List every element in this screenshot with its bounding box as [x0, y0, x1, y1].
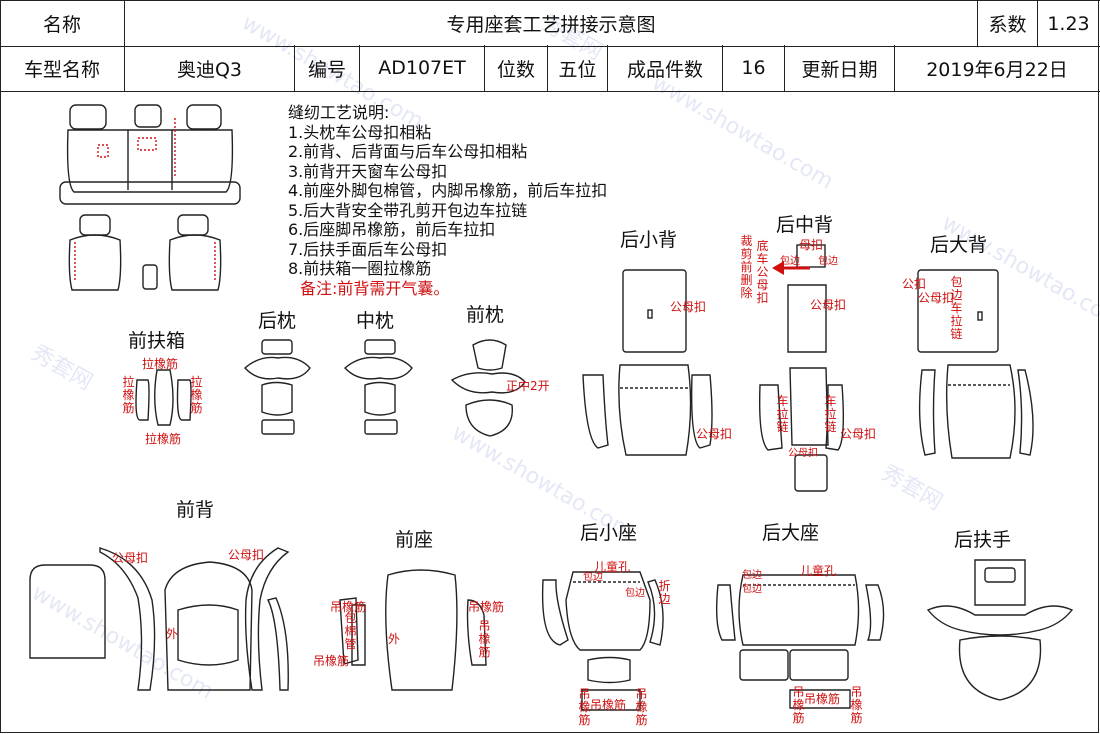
section-label-rear-armrest: 后扶手 [954, 529, 1012, 551]
section-label-rear-big-seat: 后大座 [762, 522, 820, 544]
section-label-mid-pillow: 中枕 [356, 310, 395, 332]
annotation-zhe: 折边 [658, 579, 671, 606]
annotation-gongmukou: 公母扣 [918, 291, 955, 305]
rear-big-seat-drawing [715, 574, 885, 709]
front-armbox-drawing [135, 369, 192, 426]
annotation-gongmukou: 公母扣 [112, 551, 149, 565]
annotation-la-xiangjin: 拉橡筋 [145, 432, 182, 446]
date-value: 2019年6月22日 [926, 58, 1068, 81]
annotation-diao-xiangjin: 吊橡筋 [635, 687, 648, 727]
annotation-wai: 外 [166, 627, 179, 641]
note-item: 2.前背、后背面与后车公母扣相粘 [288, 142, 528, 161]
pieces-label: 成品件数 [608, 45, 723, 91]
annotation-baobian: 包边 [625, 588, 645, 599]
annotation-baobian: 包边 [583, 572, 603, 583]
rear-big-back-drawing [917, 269, 1034, 459]
model-label: 车型名称 [0, 45, 125, 91]
note-item: 7.后扶手面后车公母扣 [288, 239, 448, 259]
note-item: 5.后大背安全带孔剪开包边车拉链 [288, 200, 528, 220]
date-label: 更新日期 [785, 45, 895, 91]
front-pillow-drawing [450, 339, 526, 437]
annotation-baobian: 包边 [818, 256, 838, 267]
section-label-front-back: 前背 [176, 499, 215, 521]
front-seat-drawing [339, 569, 487, 691]
annotation-gongmukou: 公母扣 [840, 427, 877, 441]
annotation-baobian: 包边 [742, 570, 762, 581]
rear-armrest-drawing [926, 559, 1074, 701]
note-item: 6.后座脚吊橡筋，前后车拉扣 [288, 220, 496, 239]
section-label-rear-mid-back: 后中背 [776, 214, 834, 236]
section-label-rear-big-back: 后大背 [930, 234, 988, 256]
note-item: 1.头枕车公母扣相粘 [288, 122, 432, 142]
annotation-gongmukou: 公母扣 [670, 300, 707, 314]
annotation-baobian: 包边 [780, 256, 800, 267]
annotation-gongmukou: 公母扣 [810, 298, 847, 312]
pieces-value: 16 [723, 45, 785, 91]
rear-seat-overview-drawing [59, 104, 241, 205]
rear-pillow-drawing [243, 339, 311, 435]
note-item: 3.前背开天窗车公母扣 [288, 161, 448, 181]
code-value: AD107ET [360, 45, 485, 91]
annotation-baobian: 包边 [742, 584, 762, 595]
header-row-2: 车型名称 奥迪Q3 编号 AD107ET 位数 五位 成品件数 16 更新日期 … [0, 45, 1100, 92]
annotation-diao-xiangjin: 吊橡筋 [330, 600, 367, 614]
arrow-icon [772, 261, 810, 275]
annotation-diao-xiangjin: 吊橡筋 [804, 692, 841, 706]
rear-mid-back-drawing [759, 244, 845, 492]
section-label-front-pillow: 前枕 [466, 304, 505, 326]
annotation-diao-xiangjin: 吊橡筋 [578, 687, 591, 727]
rear-small-seat-drawing [541, 571, 664, 711]
annotation-la-xiangjin: 拉橡筋 [142, 357, 179, 371]
model-value: 奥迪Q3 [125, 45, 295, 91]
annotation-diao-xiangjin: 吊橡筋 [468, 600, 505, 614]
annotation-gongmukou: 公母扣 [696, 427, 733, 441]
section-label-front-armbox: 前扶箱 [128, 330, 186, 352]
annotation-diao-xiangjin: 吊橡筋 [313, 654, 350, 668]
annotation-ertongkong: 儿童孔 [800, 564, 837, 578]
coef-value: 1.23 [1047, 12, 1090, 35]
section-label-rear-small-seat: 后小座 [580, 522, 638, 544]
annotation-che-lalian: 车拉链 [824, 394, 837, 434]
annotation-cut-note: 裁剪前删除 [740, 234, 753, 300]
coef-label: 系数 [978, 1, 1038, 46]
annotation-zheng-kai: 正中2开 [506, 379, 550, 393]
annotation-diao-xiangjin: 吊橡筋 [590, 698, 627, 712]
annotation-ertongkong: 儿童孔 [594, 560, 631, 574]
annotation-bao-mianguan: 包棉管 [344, 611, 357, 651]
notes-title: 缝纫工艺说明: [288, 103, 390, 122]
annotation-wai: 外 [388, 632, 401, 646]
note-item: 8.前扶箱一圈拉橡筋 [288, 259, 432, 278]
rear-small-back-drawing [582, 269, 713, 456]
annotation-la-xiangjin-vertical: 拉橡筋 [190, 375, 203, 415]
notes-remark: 备注:前背需开气囊。 [300, 278, 450, 298]
note-item: 4.前座外脚包棉管，内脚吊橡筋，前后车拉扣 [288, 181, 608, 200]
annotation-bottom-gongmukou: 底车公母扣 [756, 239, 769, 305]
annotation-gongmukou: 公母扣 [228, 548, 265, 562]
sewing-notes: 缝纫工艺说明: 1.头枕车公母扣相粘 2.前背、后背面与后车公母扣相粘 3.前背… [288, 103, 607, 298]
annotation-mukou: 母扣 [799, 238, 824, 252]
annotation-diao-xiangjin: 吊橡筋 [792, 685, 805, 725]
annotation-baobian-che-lalian: 包边车拉链 [950, 275, 963, 341]
front-back-drawing [29, 547, 290, 691]
section-label-front-seat: 前座 [395, 529, 434, 551]
name-label: 名称 [0, 1, 125, 46]
annotation-gongkou: 公扣 [902, 277, 927, 291]
front-seat-overview-drawing [68, 214, 222, 291]
section-label-rear-small-back: 后小背 [620, 229, 678, 251]
mid-pillow-drawing [343, 339, 413, 435]
code-label: 编号 [295, 45, 360, 91]
annotation-che-lalian: 车拉链 [776, 394, 789, 434]
seats-value: 五位 [548, 45, 608, 91]
annotation-diao-xiangjin: 吊橡筋 [850, 685, 863, 725]
annotation-gongmukou: 公母扣 [788, 448, 818, 459]
page-title: 专用座套工艺拼接示意图 [125, 1, 978, 46]
annotation-diao-xiangjin: 吊橡筋 [478, 619, 491, 659]
seats-label: 位数 [485, 45, 548, 91]
section-label-rear-pillow: 后枕 [258, 310, 297, 332]
annotation-la-xiangjin-vertical: 拉橡筋 [122, 375, 135, 415]
